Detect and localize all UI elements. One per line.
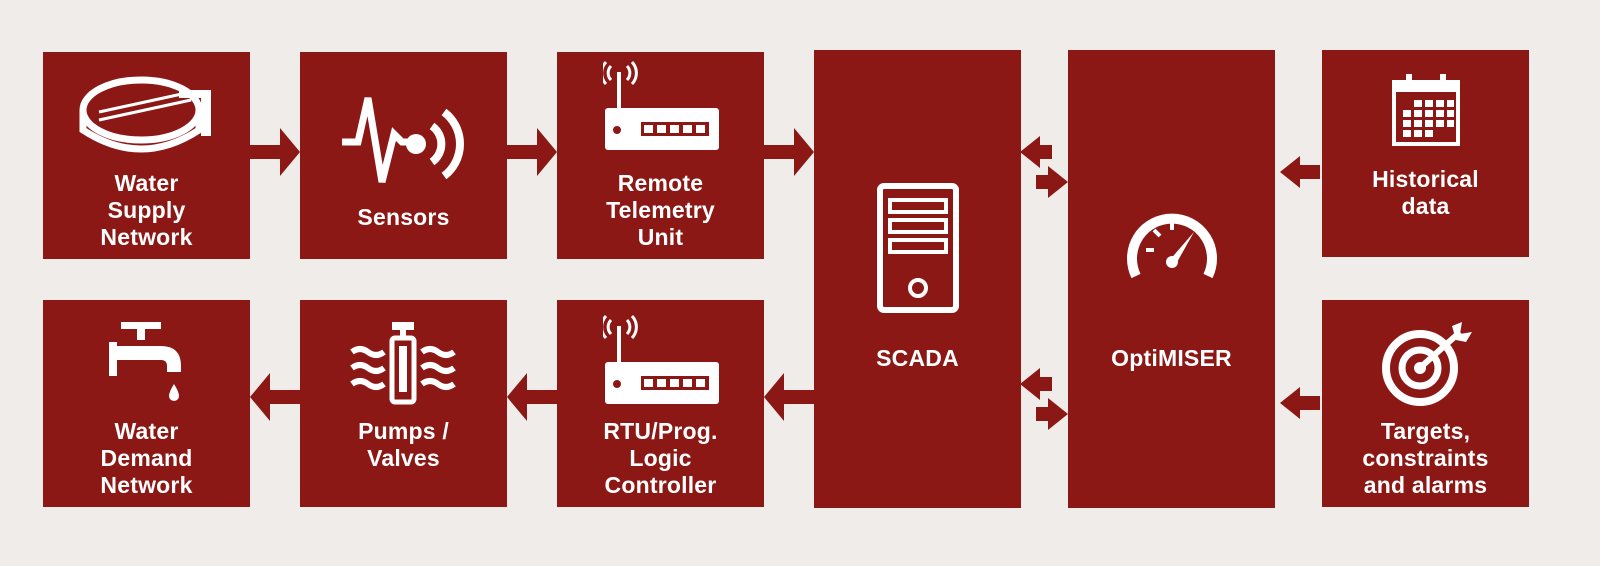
node-label: Remote Telemetry Unit <box>606 170 715 250</box>
node-water-demand-network: Water Demand Network <box>43 300 250 507</box>
arrow-plc-to-pumps <box>507 373 557 421</box>
tap-icon <box>109 322 181 401</box>
arrow-optimiser-to-scada-top <box>1020 136 1052 168</box>
arrow-sensors-to-rtu <box>507 128 557 176</box>
arrow-pumps-to-demand <box>250 373 300 421</box>
node-label: Sensors <box>357 204 450 230</box>
router-icon <box>603 314 719 404</box>
sensor-wave-icon <box>342 97 464 183</box>
node-label: Pumps / Valves <box>358 418 449 471</box>
calendar-icon <box>1392 74 1460 146</box>
node-pumps-valves: Pumps / Valves <box>300 300 507 507</box>
node-water-supply-network: Water Supply Network <box>43 52 250 259</box>
arrow-historical-to-optimiser <box>1280 156 1320 188</box>
speedometer-icon <box>1127 213 1217 279</box>
arrow-scada-to-optimiser-bottom <box>1036 398 1068 430</box>
router-icon <box>603 60 719 150</box>
arrow-supply-to-sensors <box>250 128 300 176</box>
node-label: Historical data <box>1372 166 1479 219</box>
node-label: RTU/Prog. Logic Controller <box>603 418 718 498</box>
node-optimiser: OptiMISER <box>1068 50 1275 508</box>
node-label: Water Supply Network <box>100 170 193 250</box>
node-targets-constraints-alarms: Targets, constraints and alarms <box>1322 300 1529 507</box>
node-label: Water Demand Network <box>100 418 193 498</box>
node-rtu-plc: RTU/Prog. Logic Controller <box>557 300 764 507</box>
arrow-scada-to-plc <box>764 373 814 421</box>
arrow-rtu-to-scada <box>764 128 814 176</box>
arrow-targets-to-optimiser <box>1280 387 1320 419</box>
node-label: OptiMISER <box>1111 345 1232 371</box>
node-label: Targets, constraints and alarms <box>1362 418 1489 498</box>
arrow-scada-to-optimiser-top <box>1036 166 1068 198</box>
target-icon <box>1382 322 1472 406</box>
node-label: SCADA <box>876 345 959 371</box>
node-remote-telemetry-unit: Remote Telemetry Unit <box>557 52 764 259</box>
node-historical-data: Historical data <box>1322 50 1529 257</box>
arrow-optimiser-to-scada-bottom <box>1020 368 1052 400</box>
node-scada: SCADA <box>814 50 1021 508</box>
water-tank-icon <box>79 76 211 153</box>
pump-icon <box>350 322 456 405</box>
server-icon <box>877 183 959 313</box>
node-sensors: Sensors <box>300 52 507 259</box>
